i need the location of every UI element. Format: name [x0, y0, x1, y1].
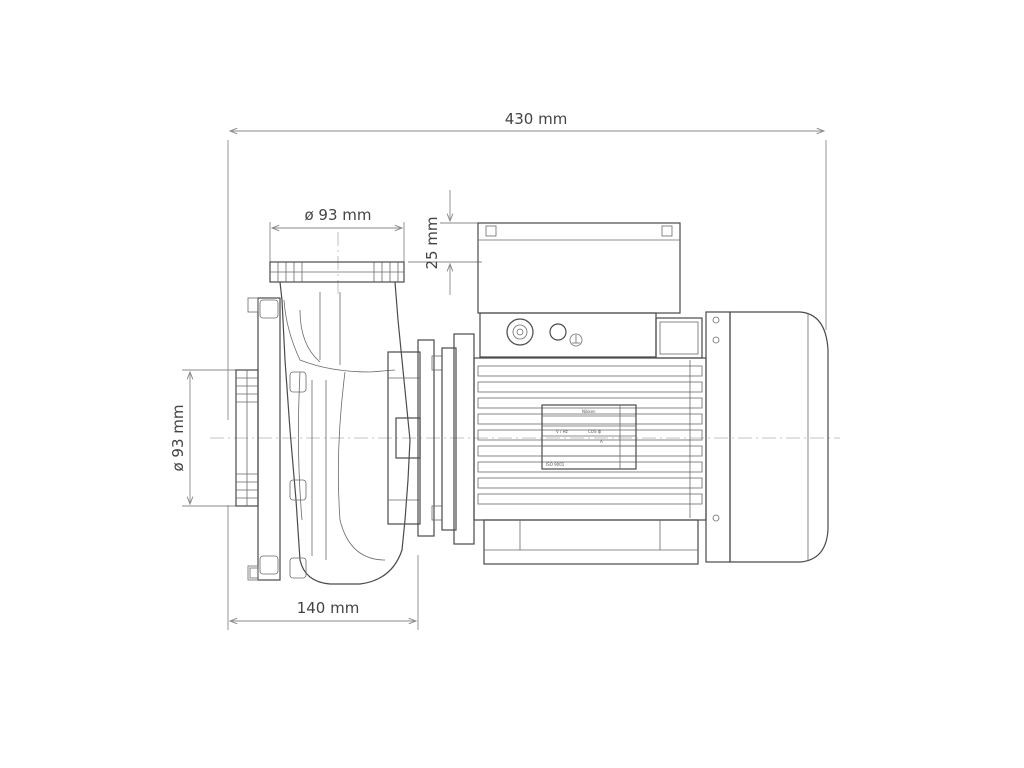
nameplate-iso: ISO 9001	[546, 462, 565, 467]
nameplate-brand: Nikken	[582, 409, 596, 414]
nameplate-cos: COS ф	[588, 429, 602, 434]
motor-bracket	[387, 333, 475, 545]
side-threaded-port	[235, 369, 259, 507]
top-port-diameter-dimension: ø 93 mm	[269, 206, 405, 264]
plug-icon	[549, 323, 567, 341]
top-port-height-dimension: 25 mm	[408, 190, 482, 295]
nameplate-amp: A	[600, 439, 603, 444]
motor-body	[473, 311, 731, 565]
overall-length-dimension: 430 mm	[227, 110, 827, 420]
side-port-diameter-label: ø 93 mm	[169, 404, 187, 471]
pump-volute	[235, 261, 411, 585]
nameplate-vhz: V / Hz	[556, 429, 568, 434]
pump-body-length-label: 140 mm	[297, 599, 360, 617]
overall-length-label: 430 mm	[505, 110, 568, 128]
top-threaded-port	[269, 261, 405, 283]
top-port-height-label: 25 mm	[423, 216, 441, 269]
pump-body-length-dimension: 140 mm	[227, 505, 419, 630]
nameplate: Nikken V / Hz COS ф A ISO 9001	[541, 404, 637, 470]
ground-symbol-icon	[569, 333, 583, 347]
fan-cover	[729, 311, 829, 563]
side-port-diameter-dimension: ø 93 mm	[169, 369, 236, 507]
top-port-diameter-label: ø 93 mm	[304, 206, 371, 224]
terminal-box	[477, 222, 703, 359]
cable-gland-icon	[506, 318, 534, 346]
